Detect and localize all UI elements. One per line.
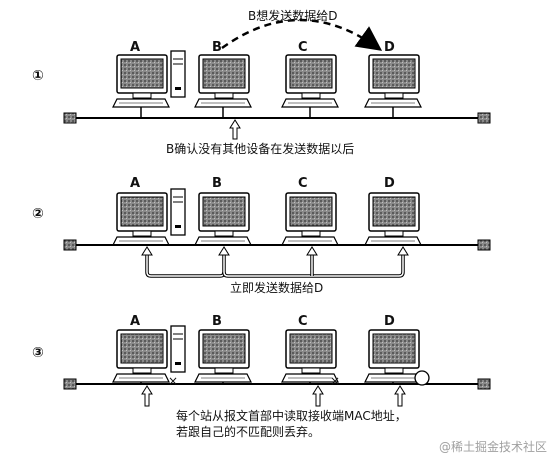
computer-icon <box>364 329 422 383</box>
monitor-stand <box>214 367 234 374</box>
monitor-screen <box>289 196 333 227</box>
bus-terminator-left <box>63 378 77 390</box>
computer-icon <box>364 54 422 108</box>
monitor-stand <box>384 367 404 374</box>
computer-c-label: C <box>298 176 308 191</box>
step-2-marker: ② <box>32 206 44 222</box>
computer-a-label: A <box>130 40 141 55</box>
data-flow-arrowhead <box>397 246 409 256</box>
monitor-screen <box>202 58 246 89</box>
intent-arrow-b-to-d <box>221 18 383 51</box>
frame-receive-arrow-c <box>312 385 324 407</box>
data-flow-loop-inner <box>223 251 404 277</box>
reject-mark-c: × <box>330 374 341 388</box>
computer-b-label: B <box>212 176 222 191</box>
monitor-stand <box>301 230 321 237</box>
step-1-top-caption: B想发送数据给D <box>248 9 338 23</box>
bus-terminator-right <box>477 378 491 390</box>
computer-icon <box>112 325 186 383</box>
data-flow-loop <box>145 251 226 278</box>
data-flow-loop-inner <box>146 251 225 277</box>
bus-terminator-left <box>63 239 77 251</box>
reject-mark-a: × <box>168 374 179 388</box>
monitor-screen <box>372 196 416 227</box>
step-2-bottom-caption: 立即发送数据给D <box>230 281 324 295</box>
monitor-screen <box>289 58 333 89</box>
computer-b-label: B <box>212 314 222 329</box>
computer-icon <box>364 192 422 246</box>
computer-icon <box>281 329 339 383</box>
frame-receive-arrow-d <box>394 385 406 407</box>
computer-a-label: A <box>130 176 141 191</box>
step-3-caption-line-2: 若跟自己的不匹配则丢弃。 <box>176 425 321 439</box>
data-flow-arrowhead <box>141 246 153 256</box>
frame-receive-arrow-a <box>141 385 153 407</box>
monitor-screen <box>289 333 333 364</box>
computer-d-label: D <box>384 40 395 55</box>
accept-circle <box>414 370 430 386</box>
step-3-caption-line-1: 每个站从报文首部中读取接收端MAC地址， <box>176 409 407 423</box>
computer-icon <box>112 50 186 108</box>
monitor-screen <box>202 333 246 364</box>
tower-case <box>170 50 186 98</box>
computer-c-label: C <box>298 314 308 329</box>
computer-icon <box>194 329 252 383</box>
monitor-screen <box>120 333 164 364</box>
computer-a-label: A <box>130 314 141 329</box>
computer-d-label: D <box>384 314 395 329</box>
monitor-stand <box>132 230 152 237</box>
monitor-stand <box>384 92 404 99</box>
computer-icon <box>194 192 252 246</box>
monitor-screen <box>202 196 246 227</box>
monitor-stand <box>384 230 404 237</box>
monitor-stand <box>132 92 152 99</box>
tower-button <box>175 362 181 365</box>
watermark: @稀土掘金技术社区 <box>438 440 547 454</box>
step-1-marker: ① <box>32 68 44 84</box>
computer-d-label: D <box>384 176 395 191</box>
tower-button <box>175 225 181 228</box>
computer-icon <box>281 192 339 246</box>
step-3-marker: ③ <box>32 345 44 361</box>
computer-icon <box>281 54 339 108</box>
monitor-stand <box>301 92 321 99</box>
computer-icon <box>194 54 252 108</box>
computer-b-label: B <box>212 40 222 55</box>
carrier-sense-arrow <box>229 119 241 140</box>
bus-terminator-left <box>63 112 77 124</box>
bus-terminator-right <box>477 239 491 251</box>
monitor-stand <box>214 230 234 237</box>
data-flow-arrowhead <box>218 246 230 256</box>
monitor-screen <box>372 333 416 364</box>
data-flow-arrowhead <box>306 246 318 256</box>
step-1-bottom-caption: B确认没有其他设备在发送数据以后 <box>166 142 355 156</box>
computer-c-label: C <box>298 40 308 55</box>
monitor-stand <box>301 367 321 374</box>
computer-icon <box>112 188 186 246</box>
monitor-screen <box>120 58 164 89</box>
tower-case <box>170 325 186 373</box>
bus-terminator-right <box>477 112 491 124</box>
monitor-screen <box>372 58 416 89</box>
tower-case <box>170 188 186 236</box>
tower-button <box>175 87 181 90</box>
monitor-stand <box>214 92 234 99</box>
monitor-screen <box>120 196 164 227</box>
monitor-stand <box>132 367 152 374</box>
